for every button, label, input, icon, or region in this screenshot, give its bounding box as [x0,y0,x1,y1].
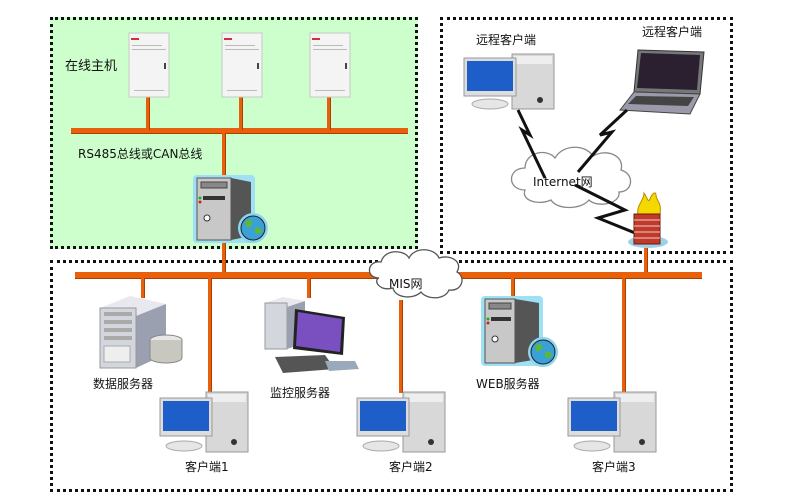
mis-cloud-icon [368,249,463,299]
client-2-label: 客户端2 [389,460,433,474]
monitor-server-label: 监控服务器 [270,386,331,400]
rs485-can-bus [71,128,408,134]
lightning-link-laptop [576,108,629,173]
remote-access-zone [440,17,733,254]
web-server-link [511,278,515,298]
bus-label: RS485总线或CAN总线 [78,147,203,161]
client-2-pc-icon [356,391,446,453]
online-host-cabinet [309,32,351,98]
web-server-label: WEB服务器 [476,377,540,391]
online-host-cabinet [128,32,170,98]
web-server-icon [481,296,558,367]
data-server-label: 数据服务器 [93,377,154,391]
monitor-server-link [307,278,311,298]
firewall-icon [628,191,668,248]
remote-desktop-pc-icon [463,53,555,110]
client-3-link [622,278,626,393]
data-server-icon [99,296,183,369]
remote-laptop-icon [619,49,705,115]
lightning-link-desktop [516,109,547,179]
client-3-label: 客户端3 [592,460,636,474]
host-2-link [239,97,243,130]
remote-client-label-2: 远程客户端 [642,25,703,39]
monitor-server-icon [264,297,359,373]
client-2-link [399,300,403,393]
mis-label: MIS网 [389,277,423,291]
host-1-link [146,97,150,130]
lightning-link-firewall [574,183,641,237]
client-1-label: 客户端1 [185,460,229,474]
data-server-link [141,278,145,298]
internet-cloud-icon [510,146,632,209]
client-3-pc-icon [567,391,657,453]
host-3-link [327,97,331,130]
remote-client-label-1: 远程客户端 [476,33,537,47]
gateway-server-icon [193,175,268,243]
client-1-pc-icon [159,391,249,453]
online-host-cabinet [221,32,263,98]
client-1-link [208,278,212,393]
firewall-link [644,248,648,273]
online-hosts-label: 在线主机 [65,59,118,74]
